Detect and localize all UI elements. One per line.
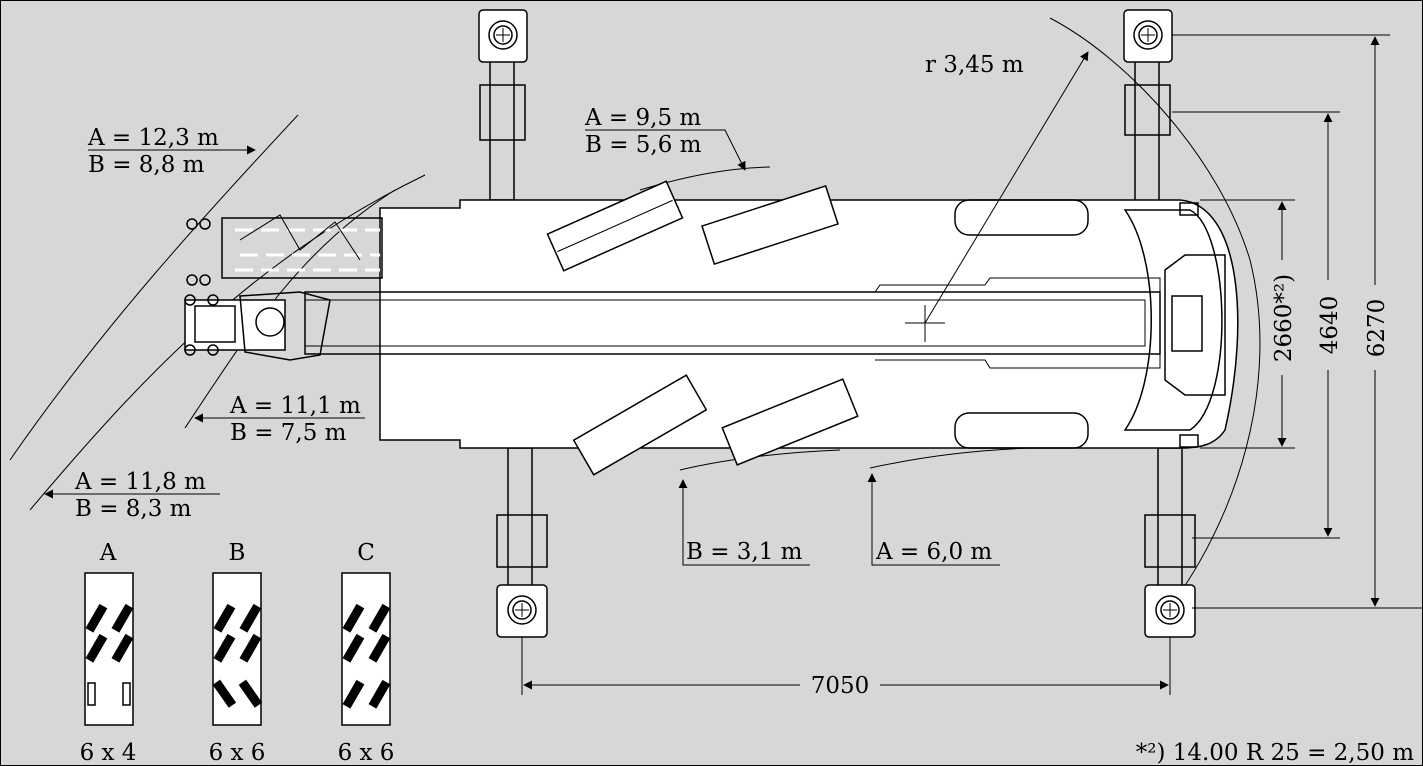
- outrigger-front-top: [478, 9, 528, 201]
- turning-arc-outer: [9, 114, 299, 461]
- label-mid-b: B = 7,5 m: [230, 420, 347, 446]
- turning-arc-right: [1049, 17, 1261, 621]
- outrigger-rear-top: [1123, 9, 1173, 203]
- label-top-a: A = 9,5 m: [584, 105, 701, 131]
- dim-6270-label: 6270: [1364, 299, 1390, 358]
- steering-mode-c: C 6 x 6: [338, 540, 395, 766]
- footnote: *²) 14.00 R 25 = 2,50 m: [1136, 740, 1414, 766]
- cab-frame: [1164, 254, 1226, 396]
- cab-window: [1171, 295, 1203, 352]
- leader-bottom-a: [867, 473, 1000, 566]
- label-mid-a: A = 11,1 m: [229, 393, 361, 419]
- turning-arc-mid: [184, 189, 396, 429]
- dim-4640-label: 4640: [1317, 296, 1343, 355]
- steering-mode-a: A 6 x 4: [80, 540, 137, 766]
- label-bottom-a: A = 6,0 m: [875, 539, 992, 565]
- boom-head: [184, 214, 383, 361]
- label-outer-a: A = 12,3 m: [87, 125, 219, 151]
- front-fender-bottom: [954, 412, 1089, 449]
- dim-7050-label: 7050: [811, 673, 870, 699]
- label-low-b: B = 8,3 m: [75, 496, 192, 522]
- outrigger-front-bottom: [496, 447, 548, 638]
- cab-mirror-bottom: [1179, 434, 1199, 448]
- label-radius: r 3,45 m: [925, 52, 1024, 78]
- rear-wheel-bottom-2: [721, 378, 859, 466]
- turning-arc-bottom-a: [869, 447, 1031, 469]
- front-fender-top: [954, 199, 1089, 236]
- label-low-a: A = 11,8 m: [74, 469, 206, 495]
- label-outer-b: B = 8,8 m: [88, 152, 205, 178]
- radius-arrow: [924, 51, 1089, 324]
- label-bottom-b: B = 3,1 m: [686, 539, 803, 565]
- crane-chassis: [379, 199, 1239, 449]
- rear-wheel-top-1: [546, 180, 684, 272]
- steering-mode-a-drive: 6 x 4: [80, 740, 137, 766]
- steering-mode-b: B 6 x 6: [209, 540, 266, 766]
- driver-cab: [1123, 209, 1223, 431]
- cab-mirror-top: [1179, 202, 1199, 216]
- dim-2660-label: 2660*²): [1271, 274, 1297, 362]
- telescopic-boom: [304, 277, 1161, 369]
- leader-top: [585, 129, 746, 171]
- steering-mode-c-letter: C: [357, 540, 375, 566]
- leader-bottom-b: [678, 479, 810, 566]
- steering-mode-b-drive: 6 x 6: [209, 740, 266, 766]
- steering-mode-b-letter: B: [229, 540, 246, 566]
- label-top-b: B = 5,6 m: [585, 132, 702, 158]
- steering-mode-a-letter: A: [99, 540, 117, 566]
- rear-wheel-top-2: [701, 184, 839, 266]
- outrigger-rear-bottom: [1144, 447, 1196, 638]
- rear-wheel-bottom-1: [572, 374, 708, 476]
- steering-mode-c-drive: 6 x 6: [338, 740, 395, 766]
